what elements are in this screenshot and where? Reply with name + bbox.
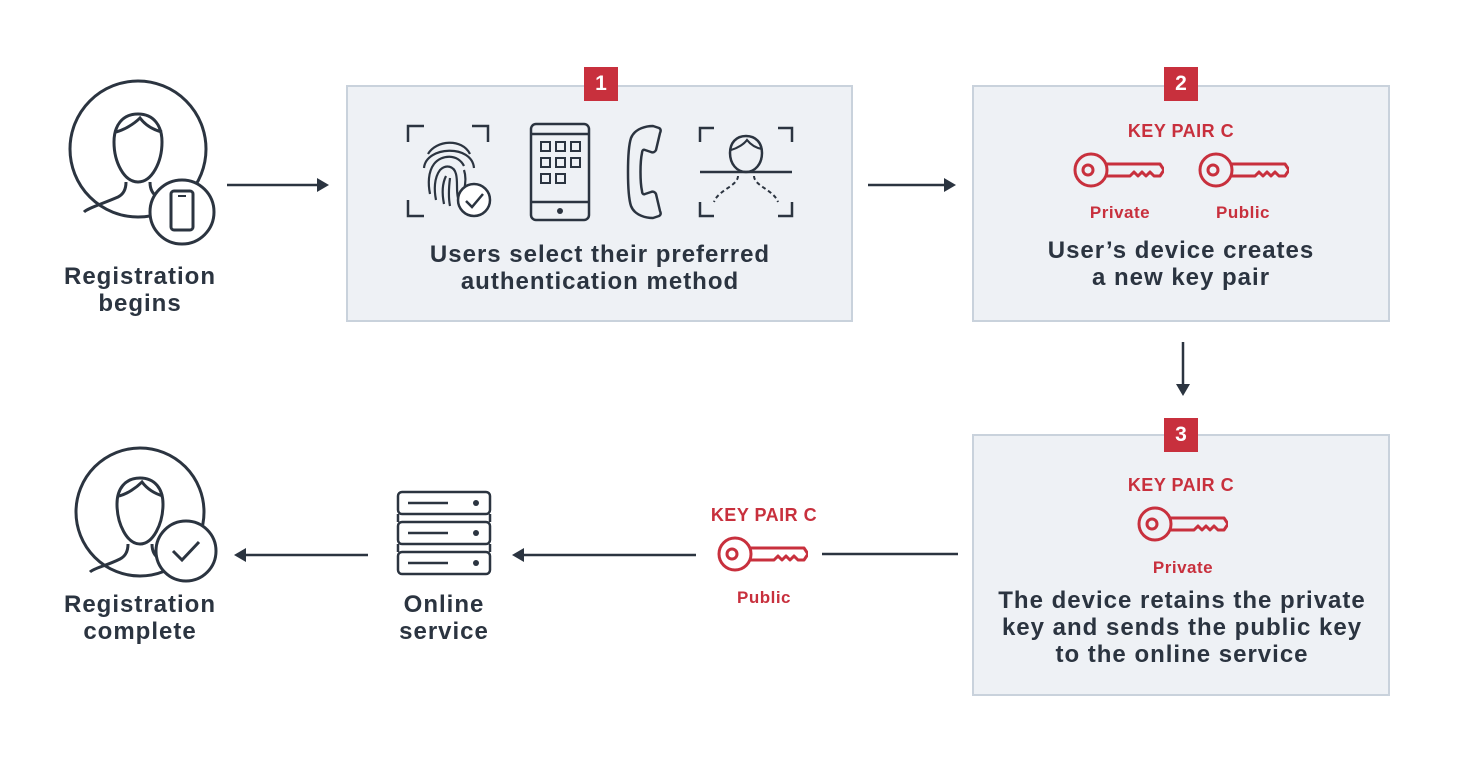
transfer-key-pair-title: KEY PAIR C [710, 505, 818, 525]
public-key-icon [1197, 151, 1289, 191]
start-label: Registration begins [63, 263, 216, 317]
arrow-to-step2 [868, 178, 956, 192]
step2-box [972, 85, 1390, 322]
step3-private-label: Private [1152, 558, 1214, 577]
fingerprint-icon [406, 124, 492, 218]
public-key-icon [716, 535, 808, 575]
face-scan-icon [698, 126, 794, 218]
connector-line [822, 552, 958, 556]
user-with-phone-icon [68, 79, 216, 246]
step1-badge: 1 [584, 67, 618, 101]
service-label: Online service [399, 591, 489, 645]
smartphone-icon [529, 122, 591, 222]
end-label: Registration complete [63, 591, 216, 645]
step2-public-label: Public [1215, 203, 1270, 222]
phone-icon [626, 124, 662, 220]
transfer-public-label: Public [736, 588, 791, 607]
step2-key-pair-title: KEY PAIR C [1127, 121, 1235, 141]
user-check-icon [74, 446, 218, 583]
step3-caption: The device retains the private key and s… [998, 587, 1366, 668]
step3-badge: 3 [1164, 418, 1198, 452]
arrow-to-complete [234, 548, 368, 562]
arrow-to-service [512, 548, 696, 562]
arrow-to-step1 [227, 178, 329, 192]
step2-badge: 2 [1164, 67, 1198, 101]
server-icon [396, 490, 492, 576]
private-key-icon [1136, 505, 1228, 545]
step3-key-pair-title: KEY PAIR C [1127, 475, 1235, 495]
private-key-icon [1072, 151, 1164, 191]
step2-caption: User’s device creates a new key pair [1047, 237, 1315, 291]
arrow-to-step3 [1176, 342, 1190, 396]
step2-private-label: Private [1089, 203, 1151, 222]
step1-caption: Users select their preferred authenticat… [429, 241, 771, 295]
step1-box [346, 85, 853, 322]
step3-box [972, 434, 1390, 696]
